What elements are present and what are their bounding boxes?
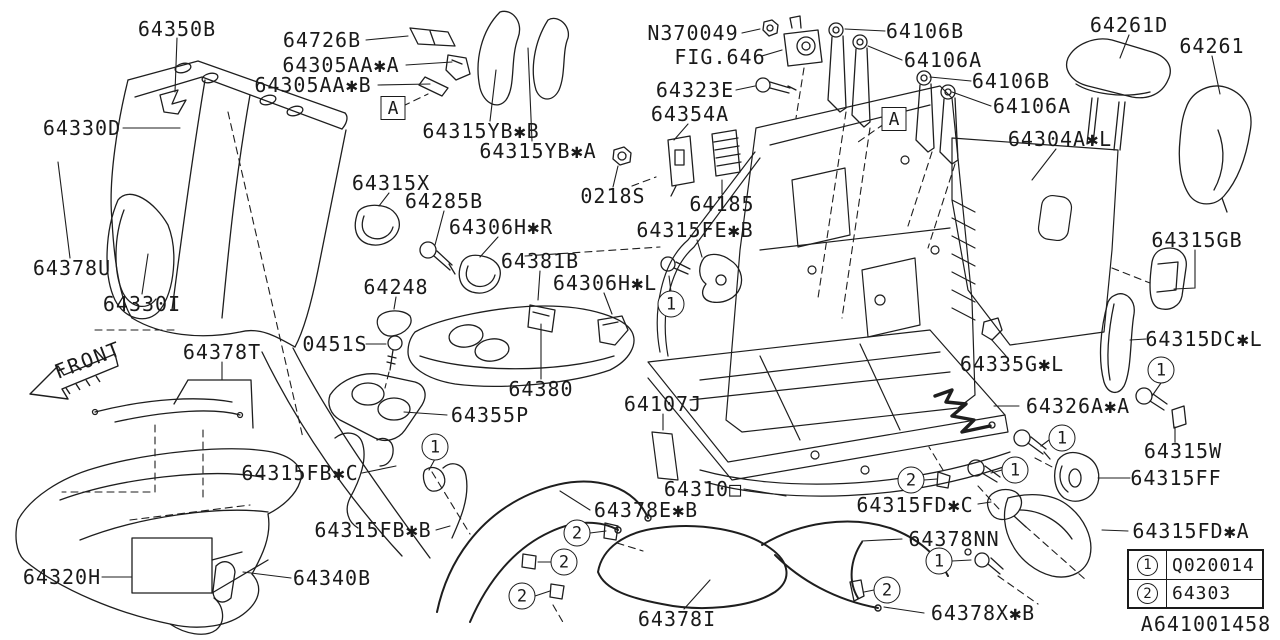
callout-marker: 1: [421, 433, 449, 461]
part-label: 64726B: [282, 28, 362, 52]
callout-marker: 2: [508, 582, 536, 610]
legend-part-number: 64303: [1172, 583, 1232, 604]
part-label: 64380: [508, 377, 574, 401]
part-label: 64378X✱B: [930, 601, 1036, 625]
part-label: 64330I: [102, 292, 182, 316]
part-label: 64285B: [404, 189, 484, 213]
seatback-drawing: [106, 60, 431, 559]
front-arrow: [29, 353, 119, 400]
legend-marker: 1: [1129, 551, 1167, 579]
seat-frame-drawing: [647, 85, 1119, 497]
callout-marker: 1: [1147, 356, 1175, 384]
part-label: 64261D: [1089, 13, 1169, 37]
armrest-cupholder-drawing: [328, 10, 635, 441]
part-label: 64315FF: [1130, 466, 1222, 490]
part-label: 64381B: [500, 249, 580, 273]
part-label: 64305AA✱B: [254, 73, 372, 97]
part-label: 64106A: [992, 94, 1072, 118]
part-label: 64315GB: [1151, 228, 1243, 252]
callout-marker: 2: [550, 548, 578, 576]
part-label: 64315DC✱L: [1145, 327, 1263, 351]
part-label: 64378T: [182, 340, 262, 364]
part-label: 64340B: [292, 566, 372, 590]
drawing-code: A641001458: [1140, 612, 1272, 636]
part-label: 0451S: [302, 332, 368, 356]
part-label: 64378I: [637, 607, 717, 631]
callout-marker: 2: [873, 576, 901, 604]
part-label: 64310□: [663, 477, 743, 501]
part-label: 64335G✱L: [959, 352, 1065, 376]
part-label: 64330D: [42, 116, 122, 140]
part-label: 0218S: [580, 184, 646, 208]
part-label: 64306H✱R: [448, 215, 554, 239]
part-label: 64185: [689, 192, 755, 216]
part-label: 64261: [1179, 34, 1245, 58]
part-label: 64304A✱L: [1007, 127, 1113, 151]
part-label: 64378E✱B: [593, 498, 699, 522]
part-label: 64378U: [32, 256, 112, 280]
part-label: 64315FB✱B: [314, 518, 432, 542]
part-label: 64107J: [623, 392, 703, 416]
part-label: 64315FB✱C: [241, 461, 359, 485]
callout-marker: 1: [1048, 424, 1076, 452]
callout-marker: 1: [1001, 456, 1029, 484]
part-label: 64306H✱L: [552, 271, 658, 295]
part-label: 64355P: [450, 403, 530, 427]
part-label: 64315W: [1143, 439, 1223, 463]
part-label: 64315FE✱B: [636, 218, 754, 242]
hardware-drawing: [409, 15, 959, 304]
part-label: 64305AA✱A: [282, 53, 400, 77]
legend-part-number: Q020014: [1172, 554, 1255, 576]
callout-marker: 1: [925, 547, 953, 575]
headrest-drawing: [1066, 38, 1252, 213]
part-label: FIG.646: [674, 45, 766, 69]
part-label: 64378NN: [908, 527, 1000, 551]
part-label: 64315FD✱A: [1132, 519, 1250, 543]
legend-marker: 2: [1129, 580, 1167, 607]
part-label: 64323E: [655, 78, 735, 102]
part-label: N370049: [647, 21, 739, 45]
part-label: 64106B: [885, 19, 965, 43]
section-ref-box: A: [881, 107, 907, 131]
part-label: 64106B: [971, 69, 1051, 93]
part-label: 64320H: [22, 565, 102, 589]
leader-lines: [57, 28, 1221, 614]
part-label: 64354A: [650, 102, 730, 126]
part-label: 64315FD✱C: [856, 493, 974, 517]
callout-marker: 2: [897, 466, 925, 494]
part-label: 64350B: [137, 17, 217, 41]
callout-marker: 1: [657, 290, 685, 318]
part-label: 64326A✱A: [1025, 394, 1131, 418]
section-ref-box: A: [380, 96, 406, 120]
part-label: 64106A: [903, 48, 983, 72]
cushion-drawing: [15, 379, 302, 635]
callout-marker: 2: [563, 519, 591, 547]
dashed-lines: [61, 67, 1151, 625]
part-label: 64315YB✱B: [422, 119, 540, 143]
part-label: 64248: [363, 275, 429, 299]
part-label: 64315X: [351, 171, 431, 195]
trim-clip-drawing: [334, 247, 1187, 602]
part-label: 64315YB✱A: [479, 139, 597, 163]
